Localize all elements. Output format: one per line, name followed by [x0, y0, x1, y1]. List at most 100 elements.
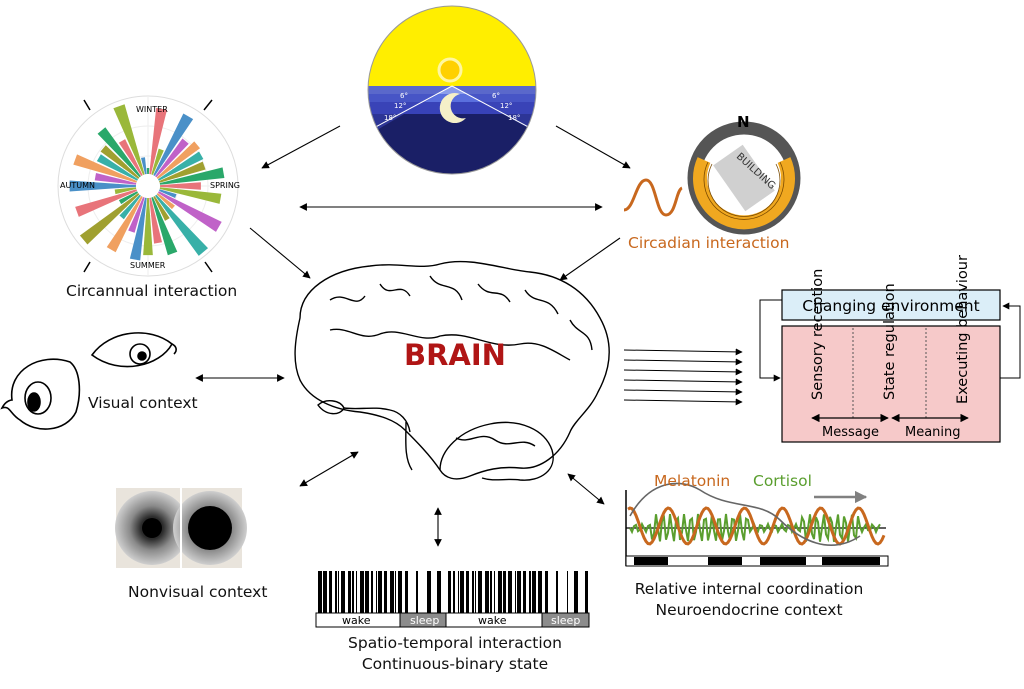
environment-process-box: [781, 325, 1001, 443]
state-wake-1: wake: [342, 614, 371, 627]
rose-petal: [155, 138, 189, 178]
activity-bar: [405, 571, 408, 613]
visual-context-label: Visual context: [88, 394, 198, 412]
rose-petal: [114, 187, 137, 195]
angle-label-6: 18°: [508, 114, 520, 122]
environment-title: Changing environment: [802, 297, 979, 315]
compass-north: N: [737, 113, 750, 131]
rose-petal: [79, 193, 140, 245]
sun-icon: [437, 57, 463, 83]
activity-bar: [508, 571, 512, 613]
activity-bar: [384, 571, 387, 613]
rose-petal: [73, 154, 138, 183]
eye-front-icon: [90, 332, 177, 368]
rose-petal: [155, 194, 209, 256]
activity-bar: [427, 571, 431, 613]
step-executing: Executing behaviour: [955, 255, 971, 404]
activity-bar: [376, 571, 377, 613]
message-label: Message: [822, 425, 879, 440]
meaning-label: Meaning: [905, 425, 961, 440]
activity-bar: [485, 571, 489, 613]
activity-bar: [416, 571, 418, 613]
spatio-line1: Spatio-temporal interaction: [348, 634, 562, 652]
parallel-arrows: [623, 348, 743, 406]
activity-bar: [498, 571, 502, 613]
activity-bar: [466, 571, 469, 613]
activity-bar: [529, 571, 531, 613]
rose-petal: [128, 196, 145, 233]
rose-petal: [118, 139, 143, 177]
activity-bar: [453, 571, 455, 613]
environment-header-box: [781, 289, 1001, 321]
rose-petal: [158, 189, 177, 199]
activity-bar: [460, 571, 464, 613]
activity-bar: [323, 571, 327, 613]
activity-bar: [338, 571, 339, 613]
activity-bar: [478, 571, 482, 613]
rose-petal: [75, 189, 138, 217]
rose-petal: [119, 194, 141, 220]
activity-bar: [545, 571, 548, 613]
nonvisual-context-label: Nonvisual context: [128, 583, 268, 601]
rose-petal: [159, 182, 201, 190]
circadian-label: Circadian interaction: [628, 234, 790, 252]
activity-bar: [494, 571, 495, 613]
circadian-wave-icon: [623, 178, 683, 217]
activity-bar: [523, 571, 526, 613]
activity-bar: [503, 571, 506, 613]
iris-photo-icon: [115, 488, 247, 568]
state-wake-2: wake: [478, 614, 507, 627]
activity-bar: [395, 571, 396, 613]
rose-petal: [157, 191, 222, 232]
actogram-barcode: [315, 571, 590, 628]
activity-bar: [458, 571, 459, 613]
activity-bar: [341, 571, 345, 613]
twilight-disk-icon: [368, 6, 536, 174]
activity-bar: [352, 571, 354, 613]
spatio-line2: Continuous-binary state: [361, 655, 549, 673]
activity-bar: [532, 571, 536, 613]
rose-petal: [146, 168, 150, 175]
rose-petal: [69, 180, 137, 192]
brain-label: BRAIN: [404, 338, 506, 372]
activity-bar: [472, 571, 474, 613]
rose-petal: [94, 173, 137, 185]
rose-petal: [100, 145, 140, 179]
circannual-label: Circannual interaction: [66, 282, 238, 300]
activity-bar: [556, 571, 558, 613]
angle-label-4: 6°: [492, 92, 500, 100]
activity-bar: [318, 571, 322, 613]
brain-outline-icon: [294, 260, 610, 481]
activity-bar: [348, 571, 351, 613]
activity-bar: [585, 571, 588, 613]
rose-petal: [140, 157, 147, 175]
activity-bar: [515, 571, 516, 613]
rose-petal: [153, 113, 194, 177]
rose-petal: [149, 107, 168, 175]
circannual-rose-chart: [57, 95, 239, 277]
season-spring: SPRING: [210, 181, 240, 190]
activity-bar: [475, 571, 476, 613]
angle-label-5: 12°: [500, 102, 512, 110]
activity-bar: [398, 571, 402, 613]
step-state: State regulation: [882, 283, 898, 400]
rose-petal: [129, 197, 147, 261]
state-sleep-1: sleep: [410, 614, 439, 627]
rose-petal: [97, 127, 141, 178]
eye-bird-icon: [0, 358, 81, 430]
activity-bar: [574, 571, 578, 613]
activity-bar: [378, 571, 382, 613]
season-winter: WINTER: [136, 105, 168, 114]
activity-bar: [437, 571, 441, 613]
activity-bar: [371, 571, 373, 613]
activity-bar: [567, 571, 568, 613]
rose-petal: [151, 196, 178, 256]
rose-petal: [159, 167, 225, 185]
melatonin-label: Melatonin: [654, 472, 730, 490]
activity-bar: [360, 571, 364, 613]
rose-petal: [151, 148, 164, 176]
rose-petal: [118, 191, 139, 205]
rose-petal: [158, 161, 206, 183]
cortisol-label: Cortisol: [753, 472, 812, 490]
